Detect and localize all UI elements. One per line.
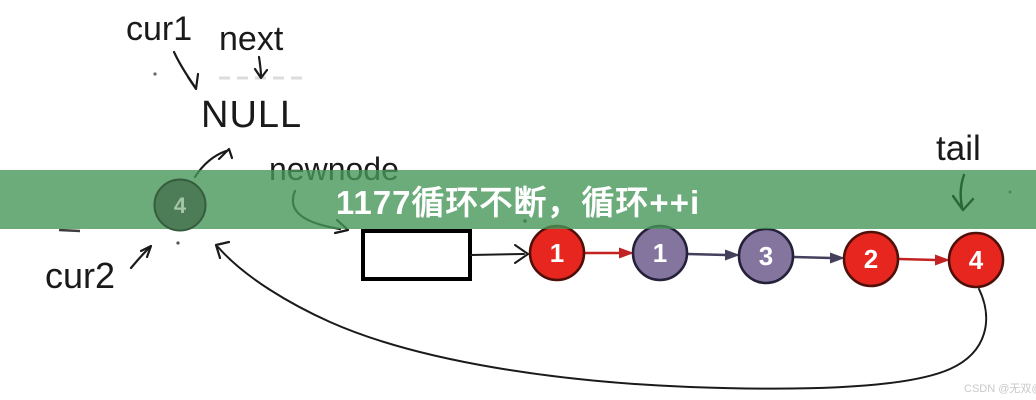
svg-text:4: 4 <box>969 245 984 275</box>
cur1-label: cur1 <box>126 10 193 48</box>
tail-label: tail <box>936 129 981 168</box>
ink-dot <box>153 72 157 76</box>
ink-smudge <box>58 228 81 233</box>
list-edge <box>687 249 740 261</box>
newnode-box <box>361 229 472 281</box>
svg-text:1: 1 <box>550 238 564 268</box>
next-label: next <box>219 20 284 58</box>
svg-text:3: 3 <box>759 241 773 271</box>
list-node: 4 <box>947 231 1005 289</box>
cur2-label: cur2 <box>45 255 116 296</box>
list-edge <box>898 254 950 266</box>
box-to-head-arrow <box>470 244 529 264</box>
null-label: NULL <box>201 94 303 136</box>
list-node: 1 <box>631 224 689 282</box>
banner-title-text: 1177循环不断，循环++i <box>335 183 701 221</box>
list-node: 1 <box>528 224 586 282</box>
csdn-watermark: CSDN @无双@ <box>964 383 1036 395</box>
list-edge <box>585 247 634 259</box>
title-banner: 1177循环不断，循环++i <box>0 170 1036 229</box>
tail-loop-curve <box>214 240 988 390</box>
list-node: 3 <box>737 227 795 285</box>
cur1-arrow <box>172 50 200 91</box>
svg-text:1: 1 <box>653 238 667 268</box>
next-arrow <box>253 55 269 80</box>
ink-dot <box>176 241 180 245</box>
list-node: 2 <box>842 230 900 288</box>
cur2-arrow <box>129 244 153 270</box>
list-edge <box>793 252 845 264</box>
svg-text:2: 2 <box>864 244 878 274</box>
